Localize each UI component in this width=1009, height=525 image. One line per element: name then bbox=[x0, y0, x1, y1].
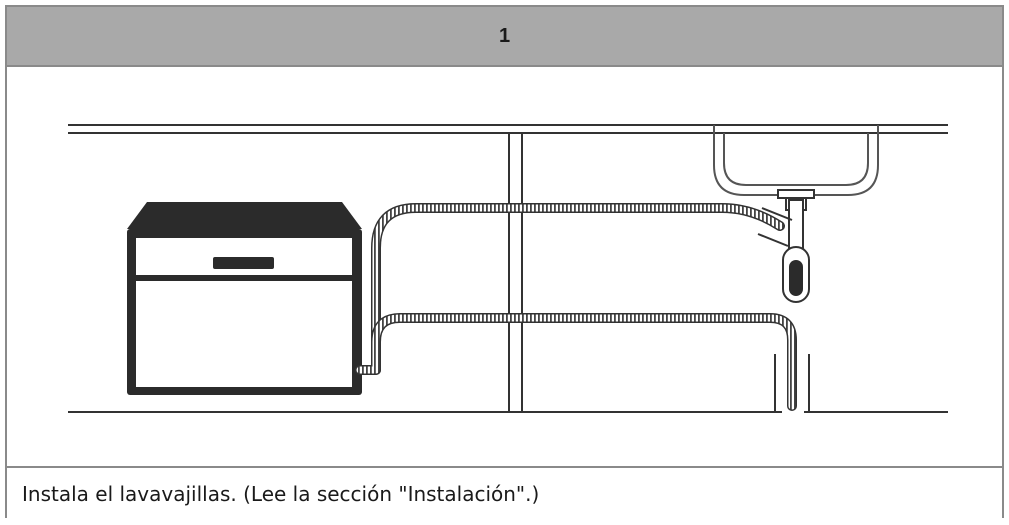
countertop bbox=[68, 124, 948, 134]
installation-illustration bbox=[7, 67, 1002, 468]
step-header: 1 bbox=[7, 7, 1002, 67]
instruction-caption: Instala el lavavajillas. (Lee la sección… bbox=[7, 468, 1002, 520]
dishwasher-icon bbox=[127, 202, 362, 395]
cabinet-divider bbox=[508, 132, 523, 413]
sink-icon bbox=[713, 125, 879, 303]
instruction-panel: 1 bbox=[5, 5, 1004, 518]
drain-hose-lower bbox=[355, 313, 797, 411]
caption-text: Instala el lavavajillas. (Lee la sección… bbox=[22, 482, 540, 506]
drain-hose-upper bbox=[355, 203, 793, 375]
standpipe bbox=[774, 354, 810, 412]
cabinet-divider-front bbox=[509, 201, 522, 215]
step-number: 1 bbox=[498, 24, 511, 47]
